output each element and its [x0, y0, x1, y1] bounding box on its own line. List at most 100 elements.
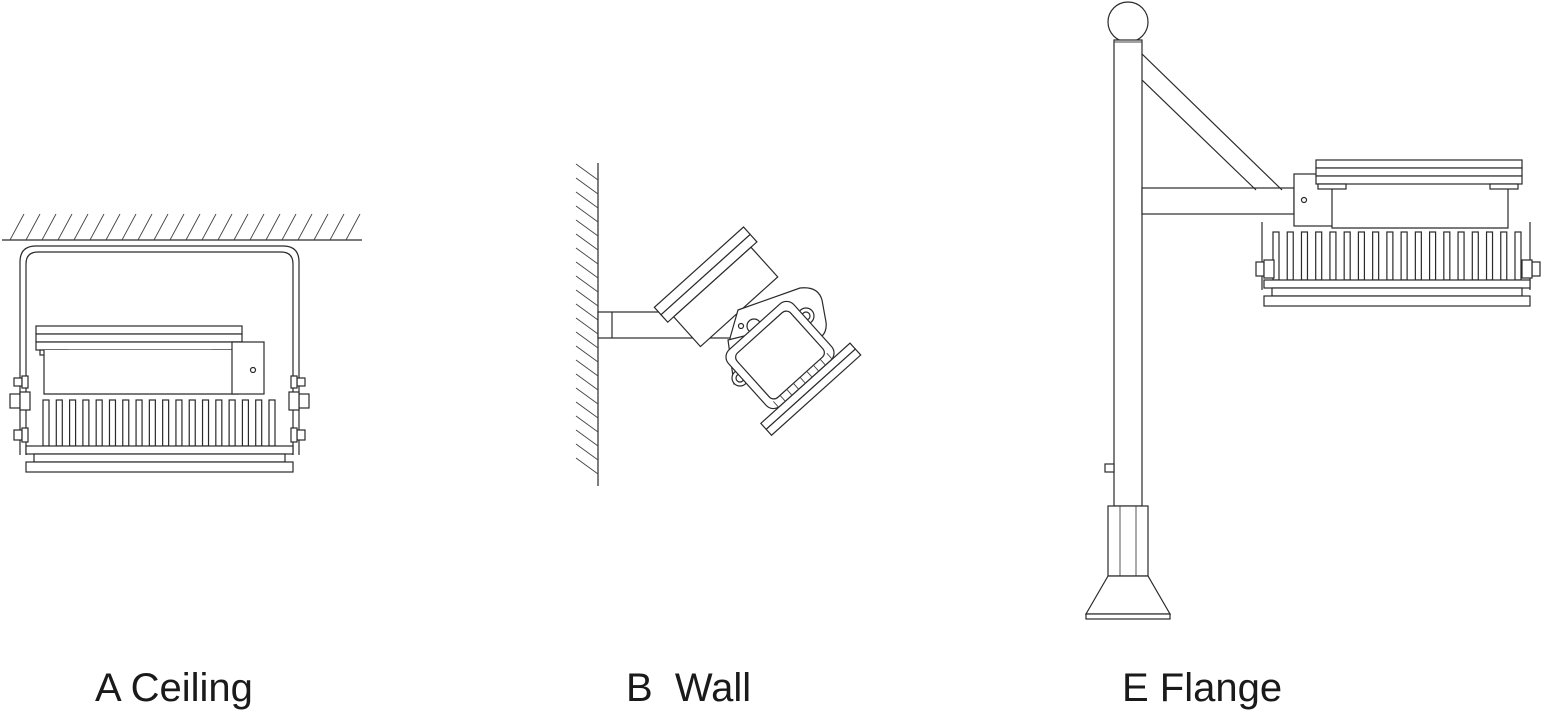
heatsink-fin: [108, 399, 117, 447]
driver-housing: [43, 350, 239, 395]
hatch-line: [575, 177, 599, 195]
heatsink-fin: [1400, 231, 1408, 281]
hatch-line: [121, 213, 137, 241]
caption-ceiling: A Ceiling: [95, 666, 253, 710]
hatch-line: [575, 457, 599, 475]
hatch-line: [575, 247, 599, 265]
hatch-line: [575, 163, 599, 181]
hatch-line: [575, 261, 599, 279]
hatch-line: [249, 213, 265, 241]
hatch-line: [575, 289, 599, 307]
heatsink-fin: [1357, 231, 1366, 281]
hatch-line: [799, 376, 806, 384]
heatsink-fin: [1372, 231, 1380, 281]
hatch-line: [265, 213, 281, 241]
heatsink-fin: [148, 399, 156, 447]
ceiling-hatching: [9, 213, 361, 241]
bolt: [296, 377, 306, 387]
heatsink-fin: [55, 399, 63, 447]
hatch-line: [575, 275, 599, 293]
heatsink-fin: [1343, 231, 1351, 281]
bolt: [1531, 261, 1541, 277]
heatsink-fin: [1514, 231, 1522, 281]
heatsink-fin: [42, 399, 50, 447]
hatch-line: [575, 387, 599, 405]
heatsink-fin: [1414, 231, 1422, 281]
pole-arm: [1141, 187, 1295, 215]
hatch-line: [575, 443, 599, 461]
hatch-line: [169, 213, 185, 241]
hatch-line: [313, 213, 329, 241]
hatch-line: [233, 213, 249, 241]
hatch-line: [41, 213, 57, 241]
heatsink-fin: [1500, 231, 1508, 281]
bolt: [296, 429, 306, 441]
hatch-line: [105, 213, 121, 241]
hatch-line: [137, 213, 153, 241]
lens-frame: [1263, 279, 1531, 289]
hatch-line: [575, 317, 599, 335]
top-plate: [35, 325, 243, 335]
hatch-line: [575, 373, 599, 391]
hatch-line: [575, 191, 599, 209]
heatsink-fin: [1286, 231, 1294, 281]
base-flange: [1084, 575, 1172, 615]
heatsink-fin: [175, 399, 183, 447]
pole-sleeve: [1107, 505, 1149, 577]
heatsink-fin: [135, 399, 143, 447]
bolt: [1255, 261, 1265, 277]
heatsink-fin: [228, 399, 236, 447]
hatch-line: [786, 389, 793, 396]
pole: [1113, 39, 1143, 507]
heatsink-fin: [241, 399, 250, 447]
heatsink-fin: [122, 399, 130, 447]
heatsink-fin: [1428, 231, 1437, 281]
heatsink-fin: [1471, 231, 1479, 281]
top-plate: [1315, 159, 1523, 169]
hatch-line: [73, 213, 89, 241]
hatch-line: [201, 213, 217, 241]
hatch-line: [575, 331, 599, 349]
heatsink-fin: [95, 399, 103, 447]
flange-mount-drawing: [1084, 1, 1541, 620]
heatsink-fin: [215, 399, 223, 447]
heatsink-fin: [255, 399, 263, 447]
heatsink-fin: [1485, 231, 1494, 281]
heatsink-fin: [1457, 231, 1465, 281]
heatsink-fin: [1315, 231, 1323, 281]
hatch-line: [575, 205, 599, 223]
heatsink-fin: [1329, 231, 1337, 281]
heatsink-fin: [162, 399, 170, 447]
hatch-line: [575, 359, 599, 377]
bolt: [13, 429, 23, 441]
junction-box: [231, 341, 265, 395]
lamp-head: [725, 300, 862, 437]
hatch-line: [826, 352, 833, 360]
hatch-line: [297, 213, 313, 241]
heatsink-fins: [42, 399, 276, 447]
hatch-line: [575, 303, 599, 321]
heatsink-fin: [1386, 231, 1394, 281]
hatch-line: [25, 213, 41, 241]
hatch-line: [575, 219, 599, 237]
heatsink-fin: [68, 399, 77, 447]
hatch-line: [772, 401, 780, 408]
heatsink-fin: [268, 399, 276, 447]
hatch-line: [57, 213, 73, 241]
heatsink-fin: [82, 399, 90, 447]
hatch-line: [9, 213, 25, 241]
hatch-line: [185, 213, 201, 241]
wall-mount-drawing: [575, 163, 862, 486]
heatsink-fin: [1443, 231, 1451, 281]
heatsink-fins: [1272, 231, 1522, 281]
hatch-line: [575, 415, 599, 433]
hatch-line: [153, 213, 169, 241]
heatsink-fin: [201, 399, 210, 447]
ceiling-bracket: [19, 245, 300, 455]
ceiling-mount-drawing: [2, 213, 362, 473]
hatch-line: [813, 364, 820, 372]
hatch-line: [806, 370, 813, 378]
hatch-line: [217, 213, 233, 241]
lens-frame: [25, 445, 294, 455]
